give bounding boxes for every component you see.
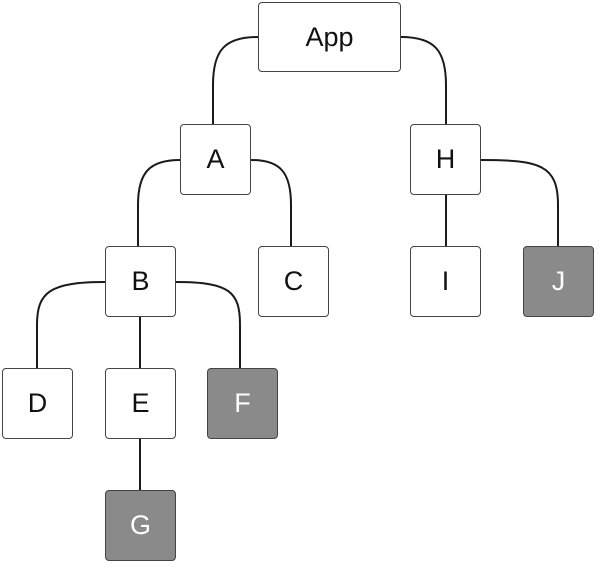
node-g: G	[105, 490, 176, 561]
node-h-label: H	[435, 144, 456, 174]
edge-app-a	[212, 36, 259, 124]
node-d: D	[2, 368, 73, 439]
edge-a-c	[250, 159, 292, 246]
node-a-label: A	[206, 144, 225, 174]
node-app-label: App	[305, 21, 354, 52]
edge-b-f	[175, 281, 241, 368]
node-i: I	[410, 246, 481, 317]
node-b: B	[105, 246, 176, 317]
edge-h-j	[480, 159, 559, 246]
node-j-label: J	[551, 266, 566, 296]
node-j: J	[523, 246, 594, 317]
node-a: A	[180, 124, 251, 195]
edge-app-h	[400, 36, 447, 124]
node-f: F	[207, 368, 278, 439]
node-app: App	[258, 2, 401, 72]
node-i-label: I	[441, 266, 450, 296]
node-f-label: F	[234, 388, 251, 418]
node-d-label: D	[27, 388, 48, 418]
node-e: E	[105, 368, 176, 439]
node-c: C	[258, 246, 329, 317]
edge-b-d	[36, 281, 106, 368]
node-g-label: G	[129, 510, 151, 540]
node-c-label: C	[283, 266, 304, 296]
node-h: H	[410, 124, 481, 195]
node-e-label: E	[131, 388, 150, 418]
node-b-label: B	[131, 266, 150, 296]
edge-a-b	[137, 159, 181, 246]
